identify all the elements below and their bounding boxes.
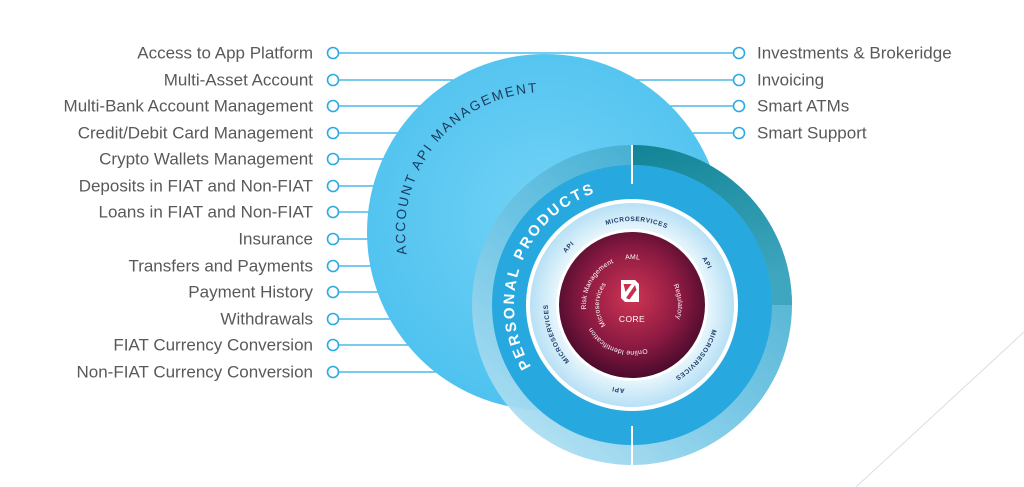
left-item-label: Multi-Bank Account Management bbox=[64, 97, 314, 116]
connector-marker-icon bbox=[326, 259, 340, 273]
left-item-label: Loans in FIAT and Non-FIAT bbox=[99, 203, 313, 222]
left-item-label: Crypto Wallets Management bbox=[99, 150, 313, 169]
connector-marker-icon bbox=[326, 365, 340, 379]
connector-marker-icon bbox=[326, 179, 340, 193]
left-item-label: Deposits in FIAT and Non-FIAT bbox=[79, 177, 313, 196]
right-item-list: Investments & Brokeridge Invoicing Smart… bbox=[757, 44, 952, 143]
ring-label-text: API bbox=[700, 256, 712, 271]
connector-marker-icon bbox=[326, 232, 340, 246]
ring-label-text: API bbox=[611, 385, 624, 394]
core-title: CORE bbox=[619, 314, 645, 324]
left-item-label: Credit/Debit Card Management bbox=[78, 124, 314, 143]
left-item-label: Insurance bbox=[238, 230, 313, 249]
connector-marker-icon bbox=[732, 73, 746, 87]
connector-marker-icon bbox=[326, 126, 340, 140]
ring-label-api: API bbox=[611, 385, 625, 394]
left-item-label: Multi-Asset Account bbox=[164, 71, 314, 90]
ring-label-api: API bbox=[700, 256, 712, 271]
left-markers bbox=[326, 46, 340, 379]
core-label-regulatory: Regulatory bbox=[672, 283, 683, 321]
decorative-diagonal-line bbox=[855, 331, 1024, 487]
left-item-label: Access to App Platform bbox=[137, 44, 313, 63]
left-item-label: Withdrawals bbox=[220, 310, 313, 329]
core-circle bbox=[559, 232, 705, 378]
left-item-label: Non-FIAT Currency Conversion bbox=[76, 363, 313, 382]
left-item-list: Access to App Platform Multi-Asset Accou… bbox=[64, 44, 314, 382]
connector-marker-icon bbox=[326, 73, 340, 87]
right-item-label: Invoicing bbox=[757, 71, 824, 90]
connector-marker-icon bbox=[326, 338, 340, 352]
connector-marker-icon bbox=[732, 126, 746, 140]
connector-marker-icon bbox=[732, 46, 746, 60]
core-label-text: AML bbox=[625, 254, 640, 262]
left-item-label: Transfers and Payments bbox=[128, 257, 313, 276]
connector-marker-icon bbox=[326, 312, 340, 326]
core-logo-icon bbox=[621, 280, 639, 302]
right-markers bbox=[732, 46, 746, 140]
core-label-aml: AML bbox=[625, 254, 641, 262]
connector-marker-icon bbox=[326, 205, 340, 219]
connector-marker-icon bbox=[326, 285, 340, 299]
left-item-label: FIAT Currency Conversion bbox=[113, 336, 313, 355]
connector-marker-icon bbox=[326, 46, 340, 60]
left-item-label: Payment History bbox=[188, 283, 313, 302]
connector-marker-icon bbox=[326, 152, 340, 166]
right-item-label: Investments & Brokeridge bbox=[757, 44, 952, 63]
connector-marker-icon bbox=[732, 99, 746, 113]
right-item-label: Smart Support bbox=[757, 124, 867, 143]
products-teal-quadrant bbox=[632, 145, 792, 305]
right-item-label: Smart ATMs bbox=[757, 97, 849, 116]
connector-marker-icon bbox=[326, 99, 340, 113]
core-label-text: Regulatory bbox=[672, 283, 683, 321]
